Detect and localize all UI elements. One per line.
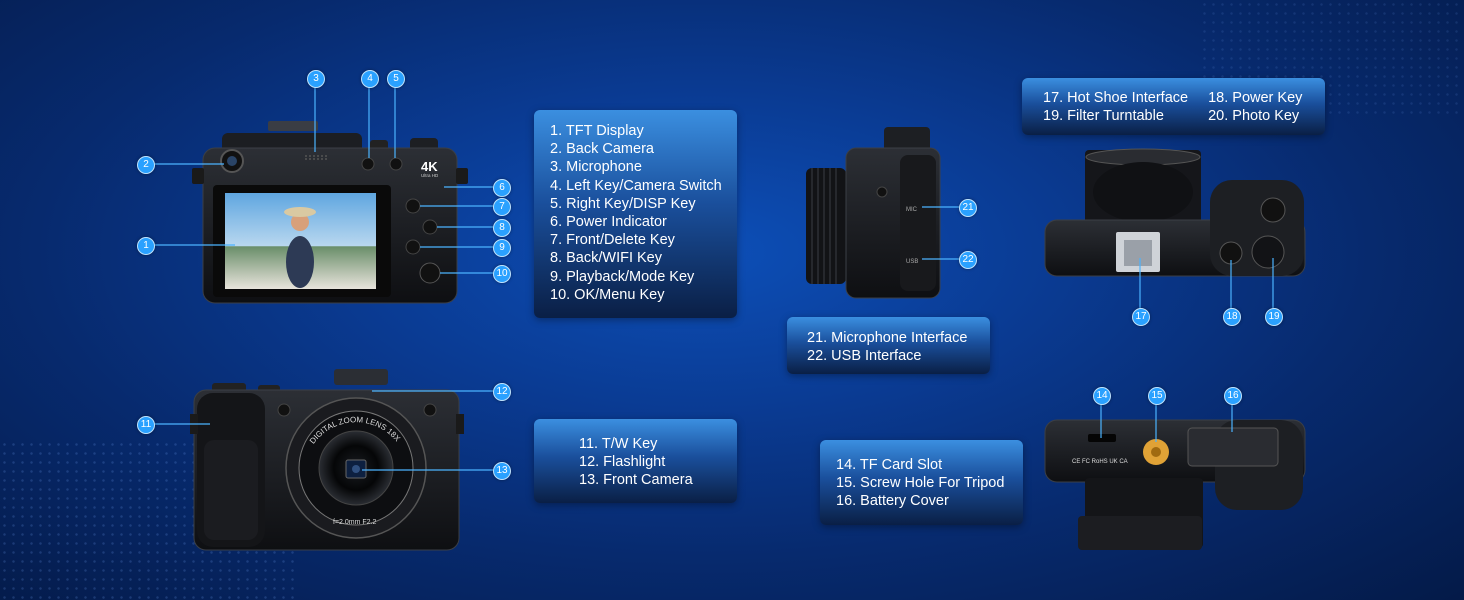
legend-item: 10. OK/Menu Key <box>550 286 665 303</box>
legend-item: 11. T/W Key <box>579 436 658 452</box>
callout-11: 11 <box>137 416 155 434</box>
callout-22: 22 <box>959 251 977 269</box>
cert-marks: CE FC RoHS UK CA <box>1072 459 1128 465</box>
camera-side-view: MIC USB <box>806 127 941 299</box>
callout-10: 10 <box>493 265 511 283</box>
usb-port-label: USB <box>906 259 918 265</box>
legend-item: 16. Battery Cover <box>836 493 949 510</box>
legend-item: 15. Screw Hole For Tripod <box>836 475 1005 492</box>
callout-19: 19 <box>1265 308 1283 326</box>
callout-12: 12 <box>493 383 511 401</box>
camera-back-view: 4K Ultra HD <box>192 121 468 304</box>
callout-16: 16 <box>1224 387 1242 405</box>
legend-item: 13. Front Camera <box>579 472 693 489</box>
front-keys-panel: 11. T/W Key 12. Flashlight 13. Front Cam… <box>534 419 737 503</box>
callout-1: 1 <box>137 237 155 255</box>
callout-17: 17 <box>1132 308 1150 326</box>
callout-13: 13 <box>493 462 511 480</box>
legend-item: 2. Back Camera <box>550 141 654 158</box>
legend-item: 17. Hot Shoe Interface <box>1043 90 1189 106</box>
callout-7: 7 <box>493 198 511 216</box>
legend-item: 19. Filter Turntable <box>1043 108 1164 125</box>
callout-6: 6 <box>493 179 511 197</box>
callout-2: 2 <box>137 156 155 174</box>
mic-port-label: MIC <box>906 207 918 213</box>
camera-top-view <box>1044 148 1306 277</box>
legend-item: 9. Playback/Mode Key <box>550 268 695 285</box>
callout-8: 8 <box>493 219 511 237</box>
back-keys-panel: 1. TFT Display 2. Back Camera 3. Microph… <box>534 110 737 318</box>
4k-badge: 4K <box>421 159 438 174</box>
legend-item: 1. TFT Display <box>550 123 644 139</box>
legend-item: 4. Left Key/Camera Switch <box>550 177 722 194</box>
camera-front-view: DIGITAL ZOOM LENS 18X f=2.0mm F2.2 <box>190 369 464 551</box>
legend-item: 8. Back/WIFI Key <box>550 250 662 267</box>
bottom-keys-panel: 14. TF Card Slot 15. Screw Hole For Trip… <box>820 440 1023 525</box>
legend-item: 3. Microphone <box>550 159 642 176</box>
legend-item: 18. Power Key <box>1208 90 1303 106</box>
legend-item: 12. Flashlight <box>579 454 666 471</box>
legend-item: 5. Right Key/DISP Key <box>550 195 696 212</box>
leader-lines <box>153 86 1274 471</box>
callout-4: 4 <box>361 70 379 88</box>
legend-item: 14. TF Card Slot <box>836 457 943 473</box>
callout-21: 21 <box>959 199 977 217</box>
camera-bottom-view: CE FC RoHS UK CA <box>1044 419 1306 550</box>
legend-item: 22. USB Interface <box>807 348 922 365</box>
callout-9: 9 <box>493 239 511 257</box>
callout-3: 3 <box>307 70 325 88</box>
callout-5: 5 <box>387 70 405 88</box>
legend-item: 20. Photo Key <box>1208 108 1300 125</box>
lens-spec-text: f=2.0mm F2.2 <box>333 519 376 526</box>
legend-item: 7. Front/Delete Key <box>550 232 675 249</box>
legend-item: 6. Power Indicator <box>550 214 667 231</box>
top-keys-panel: 17. Hot Shoe Interface 19. Filter Turnta… <box>1022 78 1325 135</box>
ultra-hd-label: Ultra HD <box>421 173 439 178</box>
legend-item: 21. Microphone Interface <box>807 330 968 346</box>
side-keys-panel: 21. Microphone Interface 22. USB Interfa… <box>787 317 990 374</box>
callout-14: 14 <box>1093 387 1111 405</box>
callout-18: 18 <box>1223 308 1241 326</box>
callout-15: 15 <box>1148 387 1166 405</box>
